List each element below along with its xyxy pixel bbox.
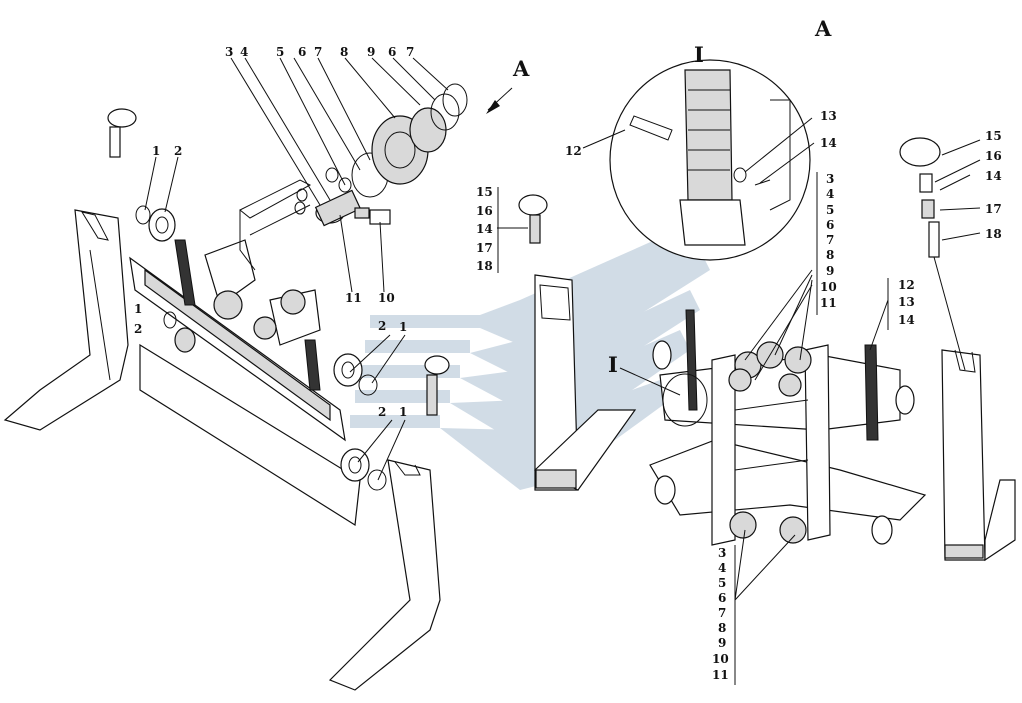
label-ru-7: 7 bbox=[826, 233, 834, 247]
mid-bearing-pair-a bbox=[333, 353, 378, 396]
label-9: 9 bbox=[367, 45, 375, 59]
label-ru-6: 6 bbox=[826, 218, 834, 232]
leader-lines bbox=[144, 57, 981, 685]
label-rl-3: 3 bbox=[718, 546, 726, 560]
label-mid-b-1: 1 bbox=[399, 405, 407, 419]
left-carriage-plate bbox=[129, 239, 361, 527]
label-7b: 7 bbox=[406, 45, 414, 59]
label-rl-10: 10 bbox=[712, 652, 729, 666]
label-rl-11: 11 bbox=[712, 668, 729, 682]
label-rp-16: 16 bbox=[985, 149, 1002, 163]
label-rl-7: 7 bbox=[718, 606, 726, 620]
center-pin bbox=[518, 194, 548, 244]
label-rp-17: 17 bbox=[985, 202, 1002, 216]
label-11: 11 bbox=[345, 291, 362, 305]
label-4: 4 bbox=[240, 45, 248, 59]
exploded-roller-group bbox=[239, 83, 468, 271]
label-rl-6: 6 bbox=[718, 591, 726, 605]
label-6a: 6 bbox=[298, 45, 306, 59]
part-labels: A A I I 3 4 5 6 7 8 9 6 7 11 10 1 2 1 2 … bbox=[134, 16, 1002, 682]
label-6b: 6 bbox=[388, 45, 396, 59]
label-ru-3: 3 bbox=[826, 172, 834, 186]
label-mid-b-2: 2 bbox=[378, 405, 386, 419]
label-ru-8: 8 bbox=[826, 248, 834, 262]
left-pin bbox=[107, 108, 137, 158]
label-view-a-arrow: A bbox=[512, 56, 530, 81]
label-rl-9: 9 bbox=[718, 636, 726, 650]
label-left-lower-2: 2 bbox=[134, 322, 142, 336]
label-5: 5 bbox=[276, 45, 284, 59]
label-left-1: 1 bbox=[152, 144, 160, 158]
central-mast-frame bbox=[533, 274, 637, 491]
label-detail-13: 13 bbox=[820, 109, 837, 123]
left-bearing bbox=[135, 205, 176, 242]
label-8: 8 bbox=[340, 45, 348, 59]
right-carriage-assembly bbox=[649, 309, 927, 546]
label-left-2: 2 bbox=[174, 144, 182, 158]
label-rc-14: 14 bbox=[898, 313, 915, 327]
label-rp-15: 15 bbox=[985, 129, 1002, 143]
left-lower-bearing bbox=[163, 311, 196, 353]
label-ru-9: 9 bbox=[826, 264, 834, 278]
center-fork-tine bbox=[328, 459, 441, 691]
left-fork-tine bbox=[3, 209, 129, 431]
label-10: 10 bbox=[378, 291, 395, 305]
label-detail-14: 14 bbox=[820, 136, 837, 150]
label-ru-4: 4 bbox=[826, 187, 834, 201]
label-mid-a-1: 1 bbox=[399, 320, 407, 334]
label-7a: 7 bbox=[314, 45, 322, 59]
label-rc-13: 13 bbox=[898, 295, 915, 309]
label-pin-17: 17 bbox=[476, 241, 493, 255]
label-detail-i: I bbox=[694, 42, 704, 67]
mid-pin bbox=[424, 355, 450, 416]
label-view-a-top: A bbox=[814, 16, 832, 41]
label-rl-8: 8 bbox=[718, 621, 726, 635]
label-pin-14: 14 bbox=[476, 222, 493, 236]
label-detail-i-ref: I bbox=[608, 352, 618, 377]
label-ru-5: 5 bbox=[826, 203, 834, 217]
detail-circle-i bbox=[609, 59, 811, 261]
label-pin-18: 18 bbox=[476, 259, 493, 273]
label-mid-a-2: 2 bbox=[378, 319, 386, 333]
label-detail-12: 12 bbox=[565, 144, 582, 158]
label-rl-5: 5 bbox=[718, 576, 726, 590]
label-rp-14: 14 bbox=[985, 169, 1002, 183]
label-rp-18: 18 bbox=[985, 227, 1002, 241]
label-pin-16: 16 bbox=[476, 204, 493, 218]
label-rc-12: 12 bbox=[898, 278, 915, 292]
view-arrow-a bbox=[486, 87, 513, 114]
right-fork-tine bbox=[941, 349, 1016, 562]
label-left-lower-1: 1 bbox=[134, 302, 142, 316]
label-ru-10: 10 bbox=[820, 280, 837, 294]
label-3: 3 bbox=[225, 45, 233, 59]
label-ru-11: 11 bbox=[820, 296, 837, 310]
label-rl-4: 4 bbox=[718, 561, 726, 575]
right-pin-group bbox=[899, 137, 966, 371]
label-pin-15: 15 bbox=[476, 185, 493, 199]
